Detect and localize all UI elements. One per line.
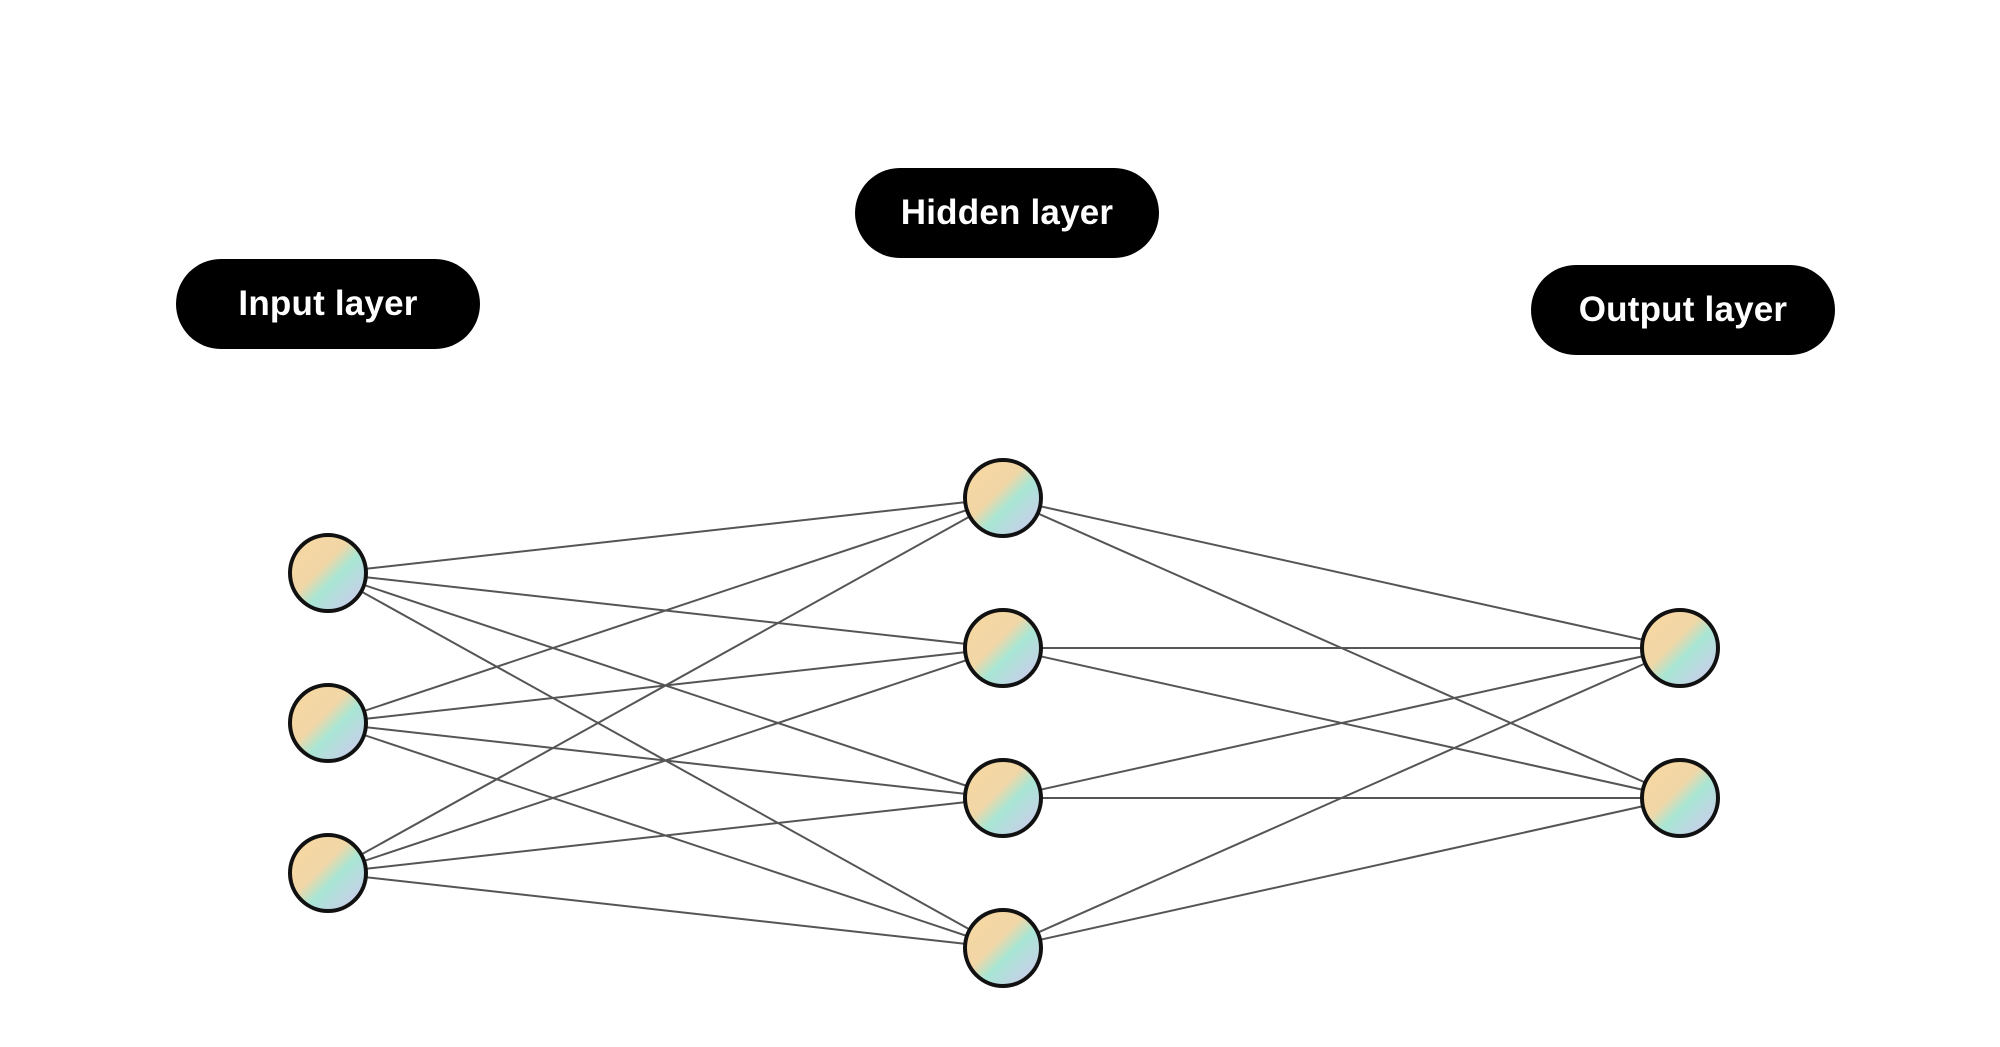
connection-l0n2-l1n1 — [327, 647, 1004, 874]
connection-l0n2-l1n0 — [327, 497, 1004, 874]
neurons — [288, 458, 1720, 988]
hidden-neuron-4 — [963, 908, 1043, 988]
output-neuron-1 — [1640, 608, 1720, 688]
input-neuron-3 — [288, 833, 368, 913]
input-neuron-2 — [288, 683, 368, 763]
input-layer-label: Input layer — [176, 259, 480, 349]
output-neuron-2 — [1640, 758, 1720, 838]
connection-l1n3-l2n0 — [1002, 647, 1681, 949]
connection-l0n2-l1n2 — [327, 797, 1004, 874]
connection-l1n3-l2n1 — [1002, 797, 1681, 949]
connection-l1n2-l2n0 — [1002, 647, 1681, 799]
hidden-neuron-3 — [963, 758, 1043, 838]
connection-l0n1-l1n0 — [327, 497, 1004, 724]
connection-l0n2-l1n3 — [327, 872, 1004, 949]
output-layer-label: Output layer — [1531, 265, 1835, 355]
connection-l1n0-l2n0 — [1002, 497, 1681, 649]
input-neuron-1 — [288, 533, 368, 613]
hidden-neuron-1 — [963, 458, 1043, 538]
hidden-neuron-2 — [963, 608, 1043, 688]
hidden-layer-label: Hidden layer — [855, 168, 1159, 258]
connection-l0n0-l1n0 — [327, 497, 1004, 574]
connections — [327, 497, 1681, 949]
